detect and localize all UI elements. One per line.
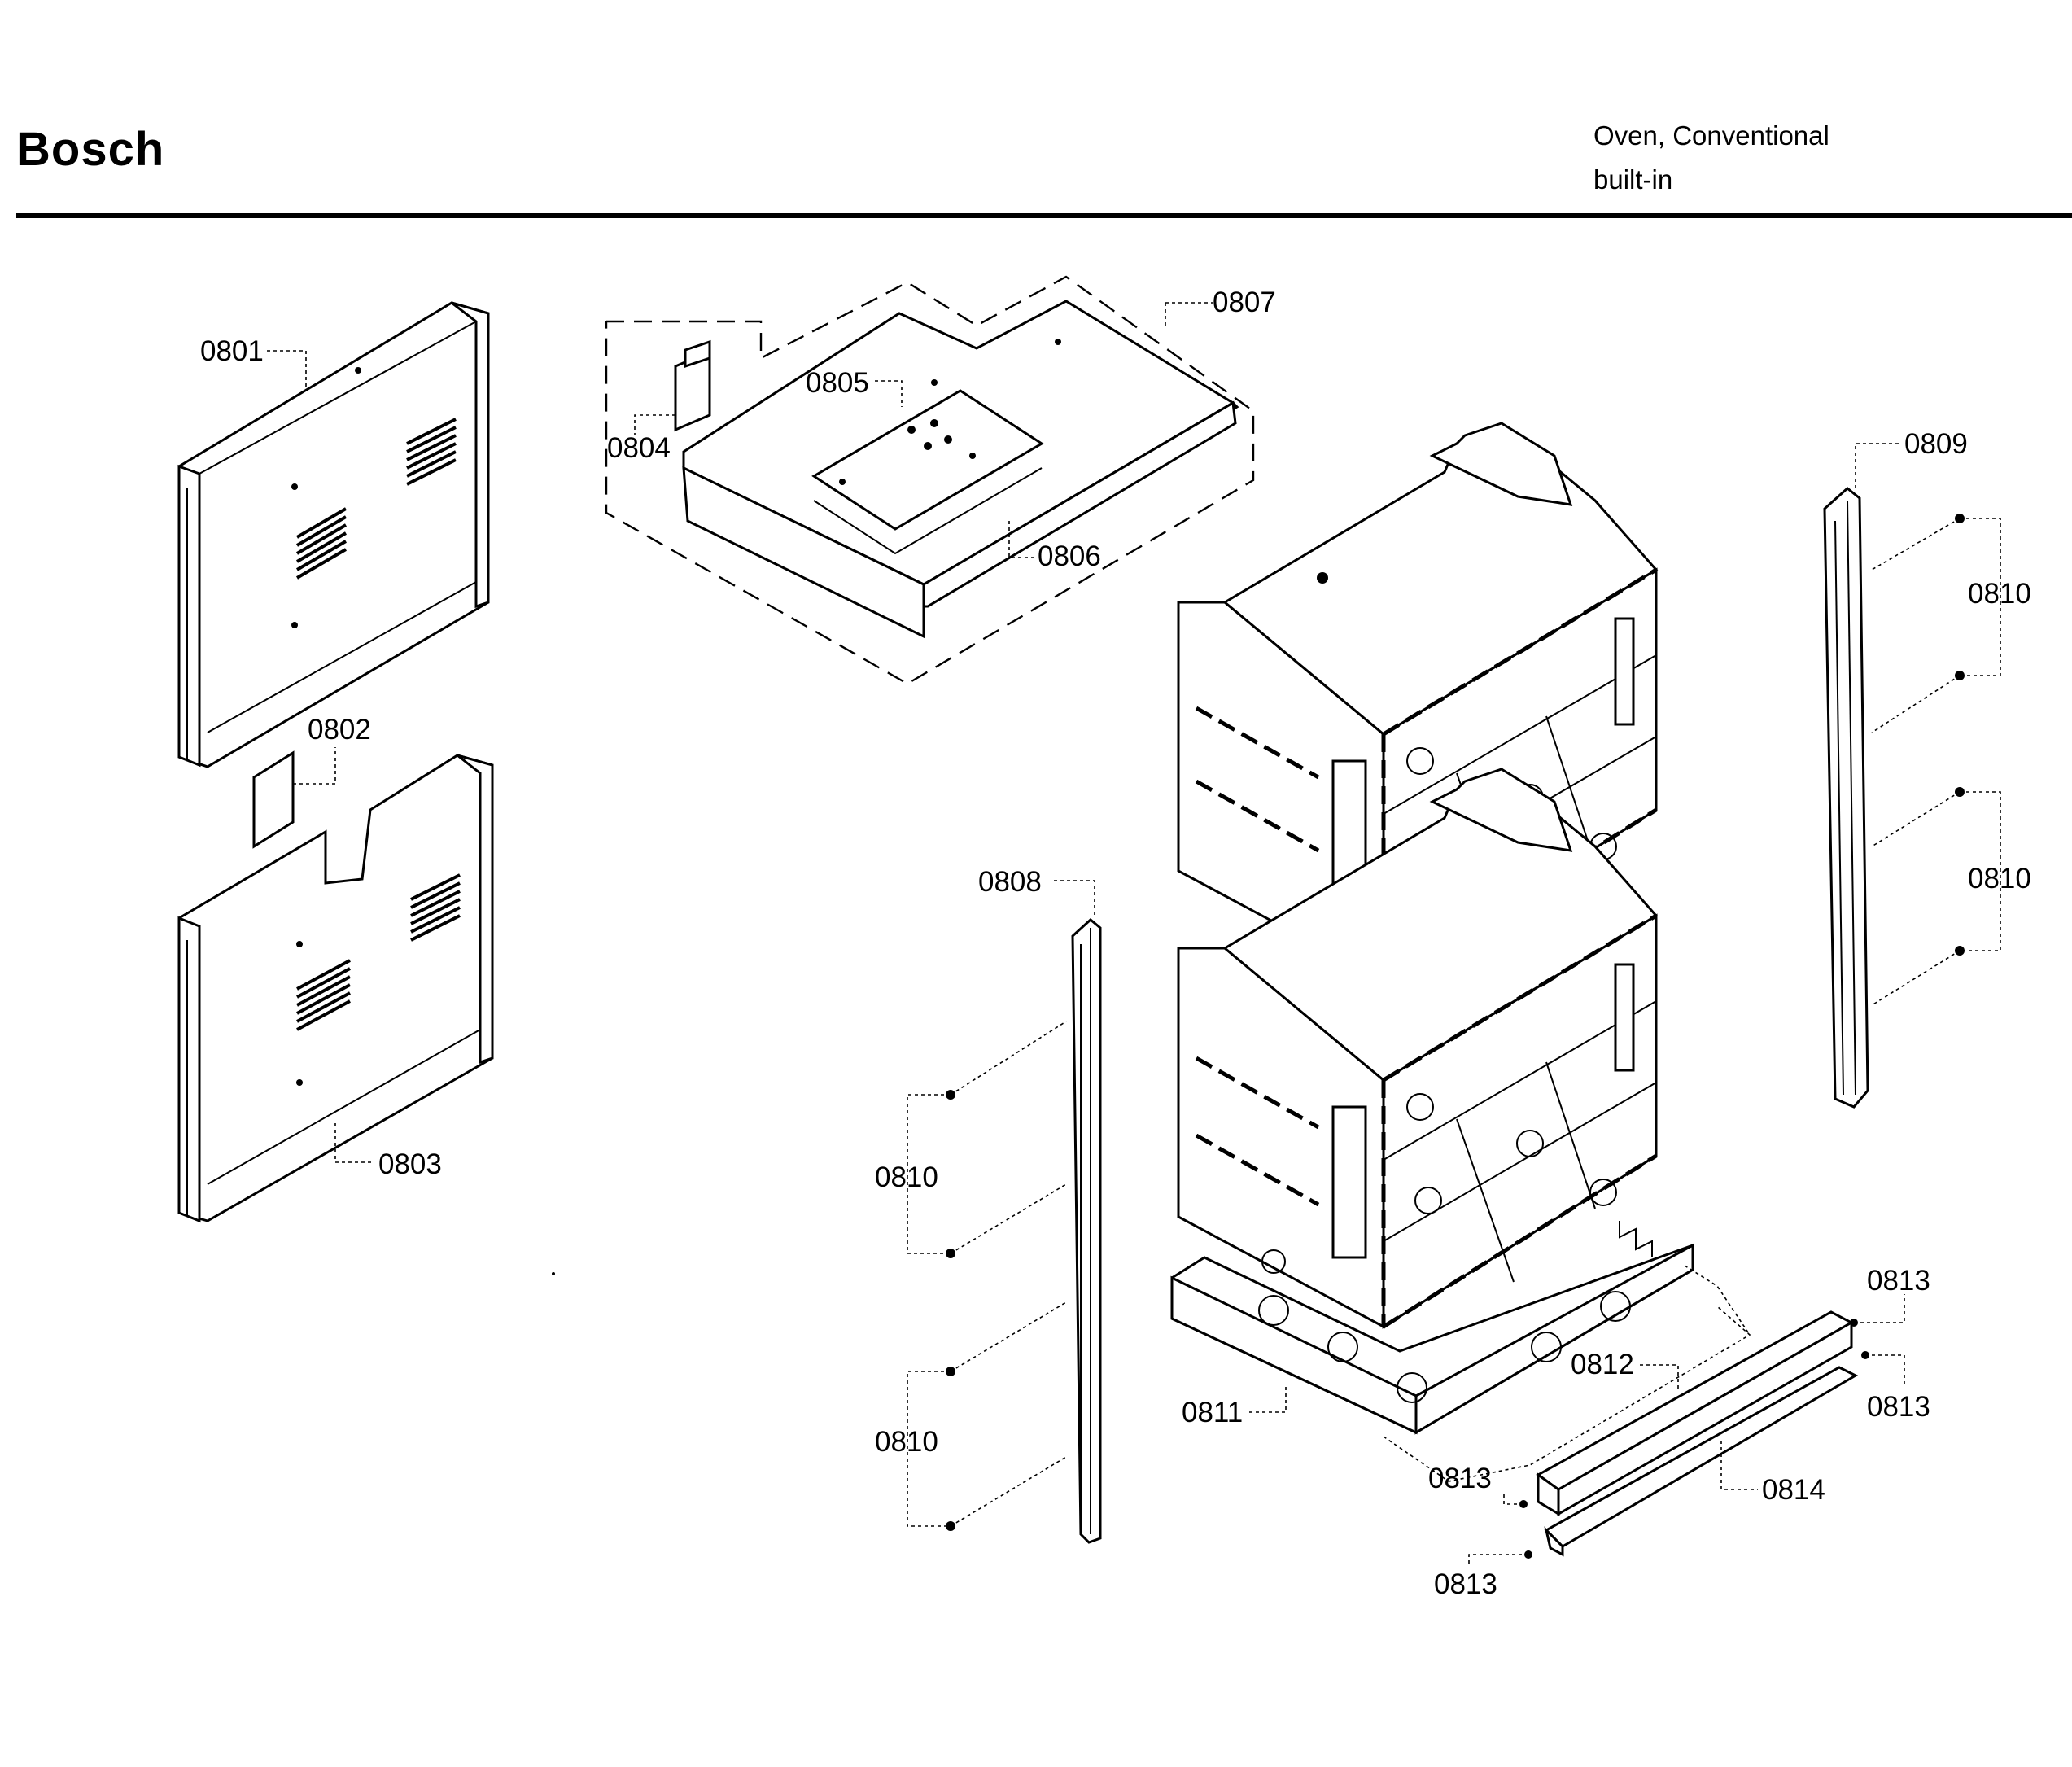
label-0810-left-upper: 0810 bbox=[875, 1161, 938, 1193]
screw-0813-mid-left: 0813 bbox=[1428, 1463, 1528, 1508]
part-0811-base-tray: 0811 bbox=[1170, 1221, 1694, 1435]
label-0803: 0803 bbox=[378, 1148, 442, 1180]
label-0811: 0811 bbox=[1182, 1397, 1243, 1428]
part-0806-trim-strip: 0806 bbox=[1008, 521, 1101, 572]
screws-0810-right-upper: 0810 bbox=[1871, 514, 2031, 733]
part-0803-lower-side-panel: 0803 bbox=[177, 754, 494, 1223]
part-0805-plate: 0805 bbox=[806, 367, 903, 407]
screws-0810-left-upper: 0810 bbox=[875, 1021, 1067, 1258]
part-0814-front-trim: 0814 bbox=[1536, 1310, 1859, 1557]
label-0807: 0807 bbox=[1213, 286, 1276, 318]
label-0808: 0808 bbox=[978, 866, 1042, 898]
label-0806: 0806 bbox=[1038, 540, 1101, 572]
label-0810-left-lower: 0810 bbox=[875, 1426, 938, 1458]
product-type-line2: built-in bbox=[1593, 164, 1673, 195]
diagram-header: Bosch Oven, Conventional built-in bbox=[0, 0, 2072, 220]
screws-0810-left-lower: 0810 bbox=[875, 1301, 1067, 1531]
label-0801: 0801 bbox=[200, 335, 264, 367]
brand-title: Bosch bbox=[16, 123, 165, 176]
label-0812: 0812 bbox=[1571, 1349, 1634, 1380]
label-0810-right-lower: 0810 bbox=[1968, 863, 2031, 894]
label-0813-mid-right: 0813 bbox=[1867, 1391, 1930, 1423]
label-0809: 0809 bbox=[1904, 428, 1968, 460]
screw-0813-bottom-left: 0813 bbox=[1434, 1550, 1532, 1600]
label-0804: 0804 bbox=[607, 432, 671, 464]
label-0805: 0805 bbox=[806, 367, 869, 399]
screw-0813-mid-right: 0813 bbox=[1861, 1351, 1930, 1423]
label-0813-mid-left: 0813 bbox=[1428, 1463, 1492, 1494]
part-0802-cover-plate: 0802 bbox=[252, 714, 371, 849]
stray-mark bbox=[552, 1272, 555, 1275]
product-type-line1: Oven, Conventional bbox=[1593, 120, 1829, 151]
part-0809-right-side-rail: 0809 bbox=[1823, 428, 1968, 1109]
part-0804-bracket: 0804 bbox=[607, 339, 711, 464]
part-0808-left-side-rail: 0808 bbox=[978, 866, 1102, 1544]
label-0814: 0814 bbox=[1762, 1474, 1825, 1506]
label-0802: 0802 bbox=[308, 714, 371, 746]
part-0807-top-cover-assembly: 0807 bbox=[605, 275, 1276, 685]
header-rule bbox=[16, 213, 2072, 218]
screw-0813-top-right: 0813 bbox=[1850, 1265, 1930, 1327]
label-0813-top-right: 0813 bbox=[1867, 1265, 1930, 1297]
part-0801-upper-side-panel: 0801 bbox=[177, 301, 490, 768]
label-0810-right-upper: 0810 bbox=[1968, 578, 2031, 610]
oven-frame-lower-cavity bbox=[1177, 768, 1659, 1329]
screws-0810-right-lower: 0810 bbox=[1871, 787, 2031, 1006]
label-0813-bottom-left: 0813 bbox=[1434, 1568, 1497, 1600]
part-0812-bracket: 0812 bbox=[1383, 1265, 1751, 1482]
